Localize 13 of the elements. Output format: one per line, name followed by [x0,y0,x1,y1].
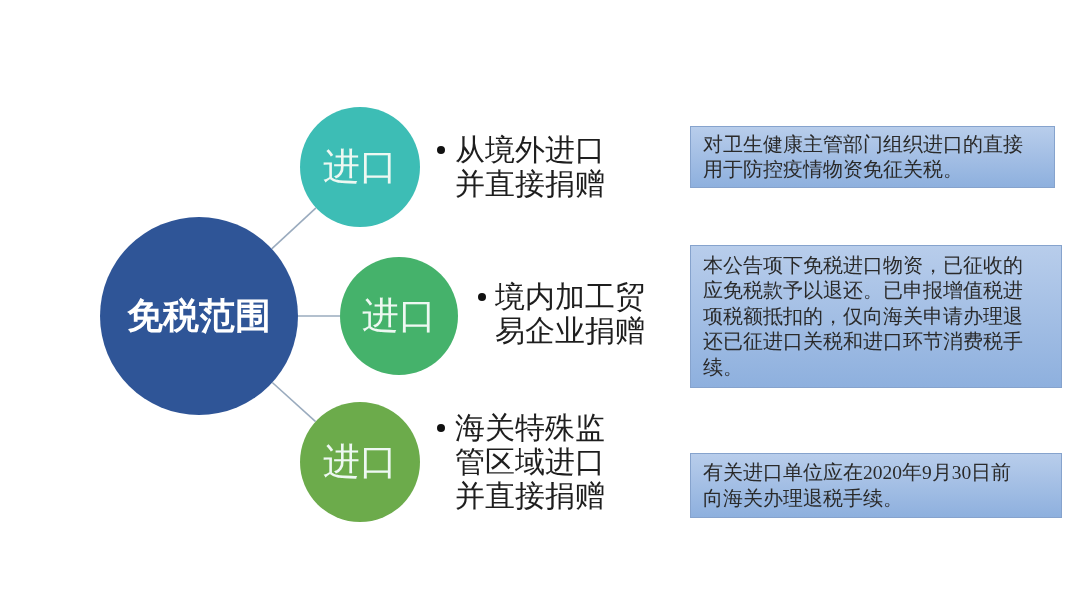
connector-line [271,381,317,423]
note-box: 有关进口单位应在2020年9月30日前向海关办理退税手续。 [690,453,1062,518]
category-text: 进口 [362,293,436,339]
bullet-text: 海关特殊监管区域进口并直接捐赠 [455,411,606,513]
connector-line [270,207,317,250]
connector-line [297,315,341,317]
category-text: 进口 [323,439,397,485]
note-box: 对卫生健康主管部门组织进口的直接用于防控疫情物资免征关税。 [690,126,1055,188]
bullet-text: 境内加工贸易企业捐赠 [495,280,646,348]
note-box: 本公告项下免税进口物资，已征收的应免税款予以退还。已申报增值税进项税额抵扣的，仅向海关申请办理退还已征进口关税和进口环节消费税手续。 [690,245,1062,388]
topic-text: 免税范围 [127,293,271,338]
bullet-text: 从境外进口并直接捐赠 [455,133,606,201]
category-text: 进口 [323,144,397,190]
